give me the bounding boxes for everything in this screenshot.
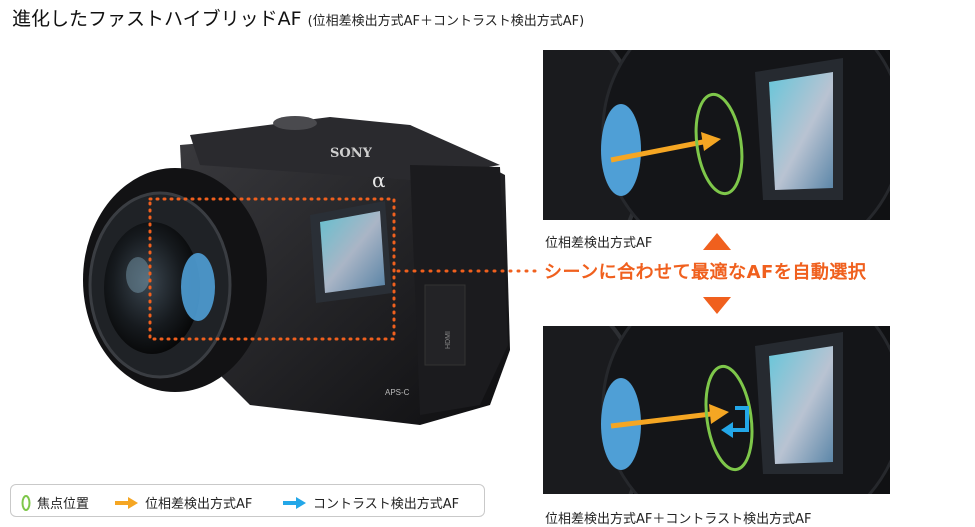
panel-bottom-caption: 位相差検出方式AF＋コントラスト検出方式AF [545,512,812,527]
auto-select-message: シーンに合わせて最適なAFを自動選択 [544,262,867,283]
phase-arrow-top [701,132,721,151]
focus-point-marker-top [694,92,744,196]
connector-dots [396,269,540,273]
port-cover [424,284,466,366]
legend-item-phase: 位相差検出方式AF [115,493,252,512]
camera-illustration: SONY α APS-C HDMI [83,116,510,425]
panel-hybrid-detection-art [543,326,890,494]
triangle-up-icon [703,233,731,250]
contrast-arrow-bottom [731,406,749,432]
legend: 焦点位置 位相差検出方式AF コントラスト検出方式AF [10,484,485,517]
panel-top-caption: 位相差検出方式AF [545,236,653,251]
lens-glass [104,222,200,354]
title-subtitle: (位相差検出方式AF＋コントラスト検出方式AF) [307,14,585,29]
panel-hybrid-detection [543,326,890,494]
alpha-logo: α [372,168,386,192]
aps-c-label: APS-C [385,388,410,397]
brand-logo: SONY [330,146,373,161]
focus-disc [181,253,215,321]
image-sensor [320,211,385,293]
title-main: 進化したファストハイブリッドAF [12,8,302,30]
focus-disc-top [601,104,641,196]
focus-point-marker-bottom [704,364,754,472]
phase-arrow-bottom [709,404,729,424]
mode-dial-icon [273,116,317,130]
legend-label-contrast: コントラスト検出方式AF [313,497,460,512]
hdmi-label: HDMI [445,331,452,349]
af-area-highlight [148,197,396,341]
legend-label-focus-point: 焦点位置 [37,497,90,512]
panel-phase-detection-art [543,50,890,220]
legend-label-phase: 位相差検出方式AF [145,497,253,512]
camera-top-plate [190,117,500,180]
cyan-arrow-icon [283,496,306,509]
triangle-down-icon [703,297,731,314]
legend-item-focus-point: 焦点位置 [21,493,89,512]
panel-phase-detection [543,50,890,220]
lens-reflection [126,257,150,293]
legend-item-contrast: コントラスト検出方式AF [283,493,459,512]
focus-point-icon [21,494,31,511]
orange-arrow-icon [115,496,138,509]
page-title: 進化したファストハイブリッドAF (位相差検出方式AF＋コントラスト検出方式AF) [12,4,584,31]
